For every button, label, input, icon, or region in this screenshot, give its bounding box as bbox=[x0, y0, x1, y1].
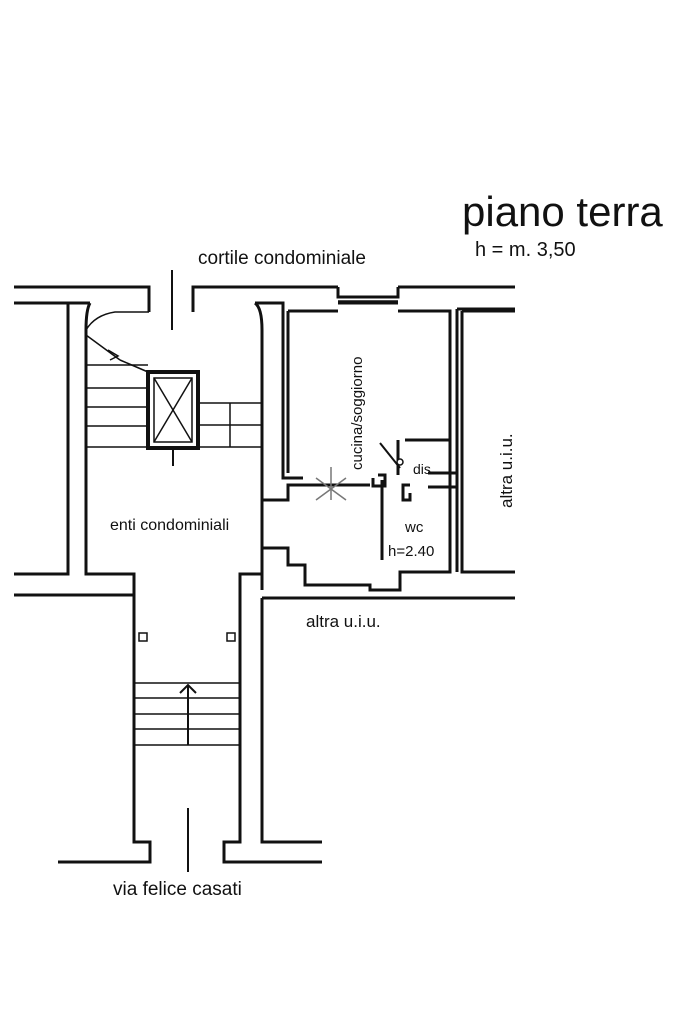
right-unit-label: altra u.i.u. bbox=[497, 433, 516, 508]
plan-title: piano terra bbox=[462, 188, 663, 235]
bottom-unit-label: altra u.i.u. bbox=[306, 612, 381, 631]
apartment-walls bbox=[262, 305, 459, 592]
kitchen-living-label: cucina/soggiorno bbox=[349, 357, 366, 470]
wc-height-label: h=2.40 bbox=[388, 543, 434, 560]
common-areas-label: enti condominiali bbox=[110, 517, 229, 534]
elevator-shaft bbox=[146, 370, 200, 466]
hallway-label: dis. bbox=[413, 461, 435, 477]
lower-staircase bbox=[134, 632, 240, 746]
bottom-unit-walls bbox=[260, 574, 515, 844]
street-label: via felice casati bbox=[113, 879, 242, 900]
common-hall-walls bbox=[58, 301, 322, 864]
ceiling-height: h = m. 3,50 bbox=[475, 239, 576, 261]
entrance-mark-icon bbox=[315, 467, 347, 501]
wc-label: wc bbox=[404, 519, 424, 536]
door-hinge bbox=[396, 458, 404, 466]
door-swing bbox=[379, 442, 401, 469]
upper-staircase bbox=[85, 311, 262, 448]
courtyard-label: cortile condominiale bbox=[198, 248, 366, 269]
left-wall bbox=[14, 301, 136, 602]
right-unit-walls bbox=[455, 309, 515, 574]
